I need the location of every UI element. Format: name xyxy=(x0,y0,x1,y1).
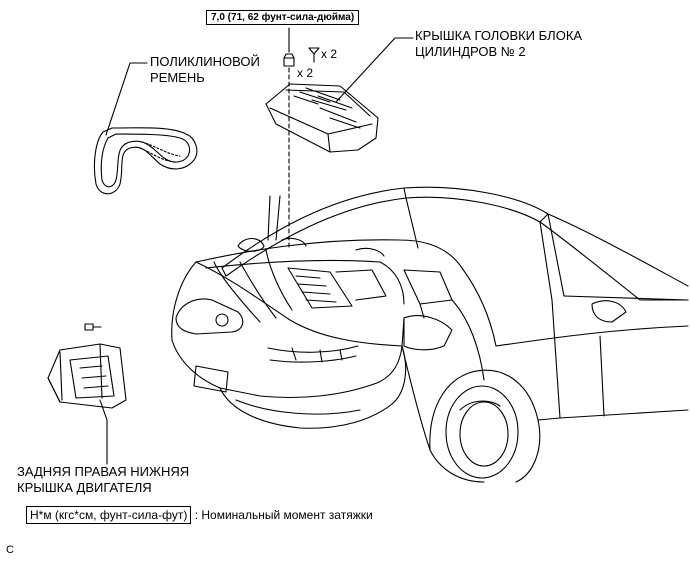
legend-meaning: : Номинальный момент затяжки xyxy=(194,508,373,522)
figure-code: C xyxy=(6,544,14,556)
engine-cover-leader-line xyxy=(99,399,108,465)
bolt-quantity-label: x 2 xyxy=(297,66,314,80)
head-cover-label-line2: ЦИЛИНДРОВ № 2 xyxy=(415,44,526,59)
torque-spec-box: 7,0 (71, 62 фунт-сила-дюйма) xyxy=(206,10,360,25)
belt-leader-line xyxy=(105,62,148,136)
screw-icon xyxy=(84,323,102,331)
clip-icon xyxy=(308,47,320,63)
serpentine-belt-drawing xyxy=(93,127,198,195)
torque-legend: Н*м (кгс*см, фунт-сила-фут) : Номинальны… xyxy=(26,506,373,524)
head-cover-leader-line xyxy=(335,37,414,103)
legend-unit-box: Н*м (кгс*см, фунт-сила-фут) xyxy=(26,506,192,524)
clip-quantity-label: x 2 xyxy=(321,47,338,61)
head-cover-label-line1: КРЫШКА ГОЛОВКИ БЛОКА xyxy=(415,28,583,43)
engine-under-cover-drawing xyxy=(47,343,127,409)
vehicle-front-drawing xyxy=(171,186,689,483)
engine-cover-label-line1: ЗАДНЯЯ ПРАВАЯ НИЖНЯЯ xyxy=(17,464,190,479)
belt-label-line2: РЕМЕНЬ xyxy=(150,70,205,85)
engine-cover-label-line2: КРЫШКА ДВИГАТЕЛЯ xyxy=(17,480,152,495)
cylinder-head-cover-drawing xyxy=(265,83,379,153)
belt-label-line1: ПОЛИКЛИНОВОЙ xyxy=(150,54,260,69)
nut-icon xyxy=(283,53,295,67)
